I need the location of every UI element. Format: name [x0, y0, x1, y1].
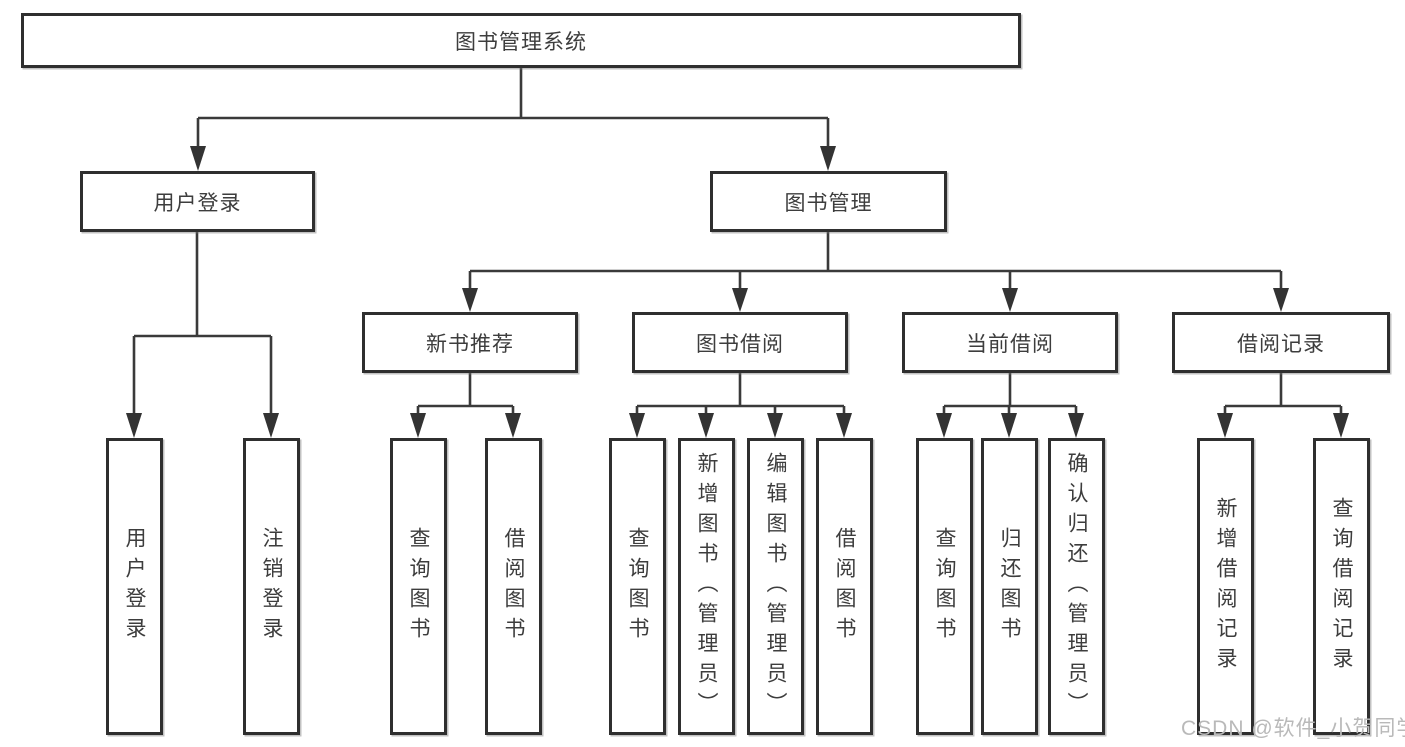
leaf-borrow-books-recommend: 借阅图书 [485, 438, 542, 735]
node-book-management: 图书管理 [710, 171, 947, 232]
node-root-library-system: 图书管理系统 [21, 13, 1021, 68]
node-borrowing-records: 借阅记录 [1172, 312, 1390, 373]
leaf-add-borrow-record: 新增借阅记录 [1197, 438, 1254, 735]
leaf-borrow-books-borrowing: 借阅图书 [816, 438, 873, 735]
node-book-borrowing: 图书借阅 [632, 312, 848, 373]
leaf-logout: 注销登录 [243, 438, 300, 735]
leaf-user-login: 用户登录 [106, 438, 163, 735]
leaf-add-book-admin: 新增图书（管理员） [678, 438, 735, 735]
leaf-query-borrow-record: 查询借阅记录 [1313, 438, 1370, 735]
leaf-edit-book-admin: 编辑图书（管理员） [747, 438, 804, 735]
node-new-book-recommend: 新书推荐 [362, 312, 578, 373]
csdn-watermark: CSDN @软件_小贺同学 [1181, 717, 1405, 740]
node-user-login: 用户登录 [80, 171, 315, 232]
leaf-confirm-return-admin: 确认归还（管理员） [1048, 438, 1105, 735]
leaf-query-books-recommend: 查询图书 [390, 438, 447, 735]
node-current-borrowing: 当前借阅 [902, 312, 1118, 373]
leaf-query-books-borrowing: 查询图书 [609, 438, 666, 735]
leaf-query-books-current: 查询图书 [916, 438, 973, 735]
leaf-return-book: 归还图书 [981, 438, 1038, 735]
